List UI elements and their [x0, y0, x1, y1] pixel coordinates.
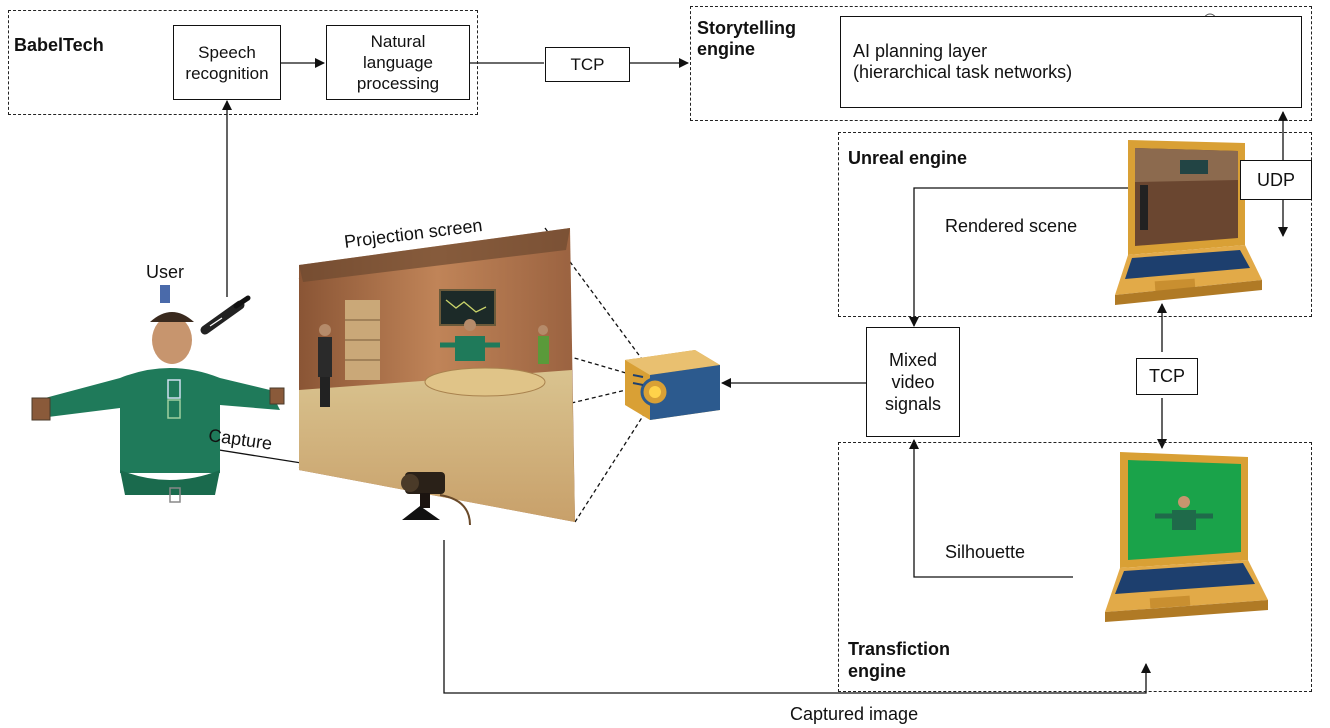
ai-planning-label: AI planning layer (hierarchical task net…	[853, 41, 1073, 82]
rendered-scene-label: Rendered scene	[945, 216, 1078, 236]
storytelling-title: Storytelling engine	[697, 18, 797, 59]
transfiction-title: Transfiction engine	[848, 639, 951, 681]
user-illustration	[31, 285, 285, 503]
transfiction-group	[838, 442, 1312, 692]
mixed-video-signals-box: Mixed video signals	[866, 327, 960, 437]
projection-screen-illustration	[299, 228, 575, 522]
unreal-group	[838, 132, 1312, 317]
storytelling-group	[690, 6, 1312, 121]
camera-illustration	[401, 472, 471, 526]
laptop-transfiction-illustration	[1105, 452, 1268, 622]
tcp-mid-box: TCP	[1136, 358, 1198, 395]
silhouette-label: Silhouette	[945, 542, 1026, 562]
projector-illustration	[625, 350, 720, 420]
laptop-unreal-illustration	[1115, 140, 1262, 305]
babeltech-group	[8, 10, 478, 115]
user-label: User	[146, 262, 185, 282]
arrow-captured-image	[443, 540, 1151, 694]
tcp-top-box: TCP	[545, 47, 630, 82]
microphone-illustration	[200, 295, 251, 335]
udp-box: UDP	[1240, 160, 1312, 200]
nlp-box: Natural language processing	[326, 25, 470, 100]
babeltech-title: BabelTech	[14, 35, 104, 55]
ai-planning-box: AI planning layer (hierarchical task net…	[840, 16, 1302, 108]
captured-image-label: Captured image	[790, 704, 919, 724]
unreal-title: Unreal engine	[848, 148, 968, 168]
arrow-silhouette-to-mixed	[909, 439, 1073, 578]
arrow-rendered-to-mixed	[909, 187, 1140, 327]
speech-recognition-box: Speech recognition	[173, 25, 281, 100]
